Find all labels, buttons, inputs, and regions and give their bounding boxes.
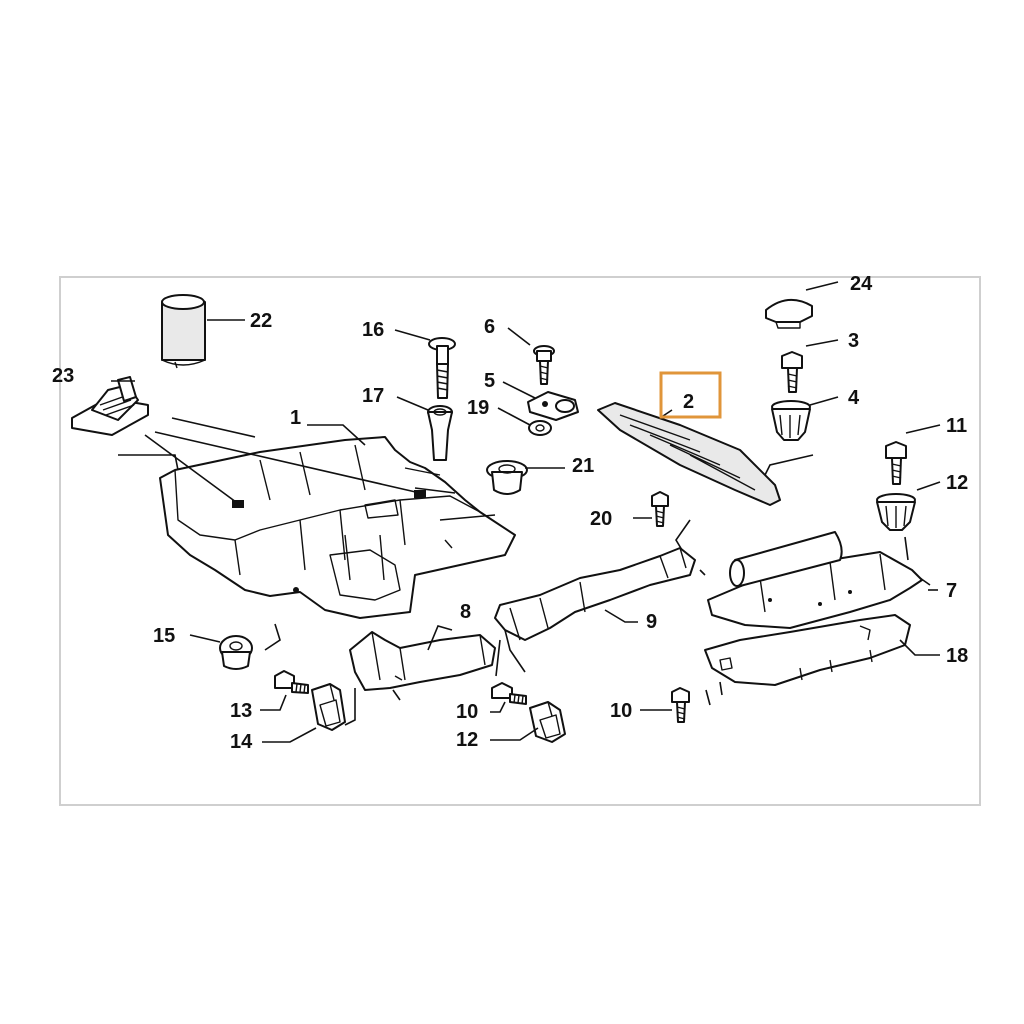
callout-6: 6 [484, 316, 495, 338]
callout-leaders [111, 281, 941, 743]
part-9-rail-trim [494, 547, 696, 641]
callout-11: 11 [946, 415, 967, 437]
callout-17: 17 [362, 385, 384, 407]
part-17-spacer [427, 405, 453, 461]
callout-15: 15 [153, 625, 175, 647]
part-21-grommet [486, 460, 528, 495]
part-20-screw [651, 491, 669, 527]
callout-4: 4 [848, 387, 860, 409]
part-12-clip-center [529, 701, 566, 743]
callout-12-right: 12 [946, 472, 968, 494]
callout-9: 9 [646, 611, 657, 633]
callout-19: 19 [467, 397, 489, 419]
part-7-foam-roll [729, 531, 843, 587]
part-23-holder [71, 376, 149, 436]
callout-10-center: 10 [456, 701, 478, 723]
part-15-grommet [219, 635, 253, 670]
callout-3: 3 [848, 330, 859, 352]
callout-14: 14 [230, 731, 253, 753]
part-22-sleeve [161, 294, 206, 369]
callout-12-center: 12 [456, 729, 478, 751]
callout-20: 20 [590, 508, 612, 530]
part-18-lower-trim [704, 614, 911, 686]
callout-23: 23 [52, 365, 74, 387]
callout-2: 2 [683, 391, 694, 413]
highlight-box-callout-2 [659, 371, 722, 419]
part-11-screw [885, 441, 907, 485]
part-16-bolt [428, 337, 456, 399]
carpet-tag-2 [414, 490, 426, 498]
part-2-sill-trim [597, 402, 781, 506]
part-8-sill-piece [349, 631, 496, 691]
part-19-washer [528, 420, 552, 436]
callout-21: 21 [572, 455, 594, 477]
callout-8: 8 [460, 601, 471, 623]
part-24-cap [765, 299, 813, 329]
part-12-clip-nut-right [876, 493, 916, 531]
callout-22: 22 [250, 310, 272, 332]
callout-1: 1 [290, 407, 301, 429]
callout-24: 24 [850, 273, 873, 295]
callout-13: 13 [230, 700, 252, 722]
part-6-screw [533, 345, 555, 385]
diagram-frame [59, 276, 981, 806]
part-1-floor-carpet [159, 436, 516, 619]
callout-7: 7 [946, 580, 957, 602]
callout-labels: 1 2 3 4 5 6 7 8 9 10 10 11 12 12 13 14 1… [52, 273, 968, 753]
part-4-clip-nut [771, 400, 811, 441]
callout-5: 5 [484, 370, 495, 392]
part-10-screw-right [671, 687, 690, 723]
part-14-clip [311, 683, 346, 731]
part-3-screw [781, 351, 803, 393]
callout-18: 18 [946, 645, 968, 667]
part-10-screw-center [491, 682, 527, 705]
callout-16: 16 [362, 319, 384, 341]
part-13-screw [274, 670, 309, 694]
callout-10-right: 10 [610, 700, 632, 722]
part-5-bracket [527, 391, 579, 421]
